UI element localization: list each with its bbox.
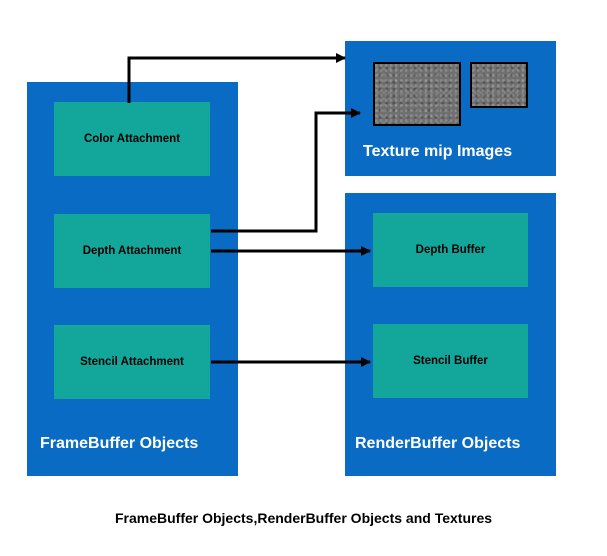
renderbuffer-objects-panel: Depth Buffer Stencil Buffer RenderBuffer… (345, 193, 556, 476)
depth-buffer-box: Depth Buffer (373, 213, 528, 287)
texture-mip-images-title: Texture mip Images (363, 143, 513, 160)
color-to-texture-arrow (127, 53, 346, 103)
framebuffer-objects-panel: Color Attachment Depth Attachment Stenci… (27, 82, 238, 476)
stencil-attachment-box: Stencil Attachment (54, 325, 210, 399)
renderbuffer-objects-title: RenderBuffer Objects (355, 435, 521, 452)
color-attachment-box: Color Attachment (54, 102, 210, 176)
diagram-caption: FrameBuffer Objects,RenderBuffer Objects… (114, 510, 493, 526)
texture-mip-level-0 (373, 62, 461, 126)
texture-mip-images-panel: Texture mip Images (345, 41, 556, 176)
depth-attachment-box: Depth Attachment (54, 214, 210, 288)
stencil-buffer-box: Stencil Buffer (373, 324, 528, 398)
framebuffer-objects-title: FrameBuffer Objects (40, 435, 199, 452)
texture-mip-level-1 (470, 62, 528, 108)
depth-to-texture-arrow (211, 108, 361, 233)
